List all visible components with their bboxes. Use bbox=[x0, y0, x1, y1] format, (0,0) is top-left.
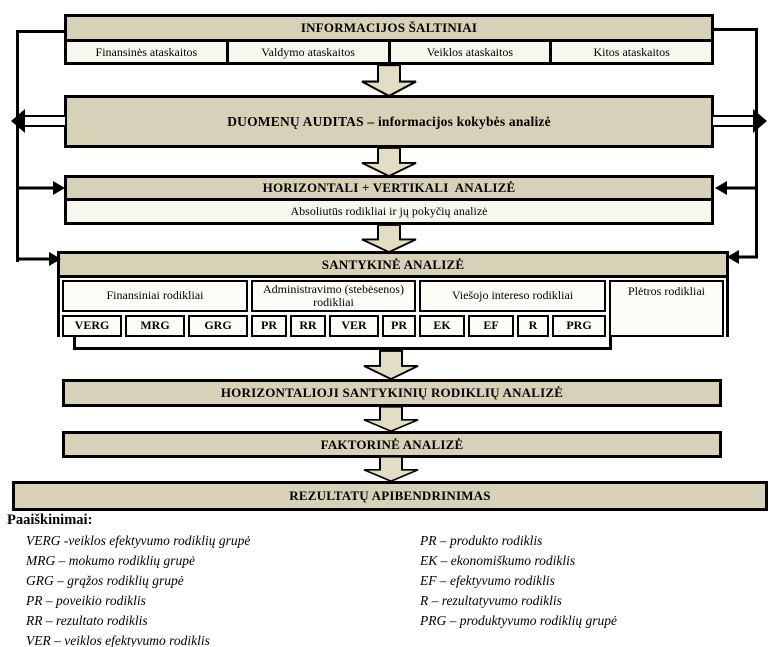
horizontal-vertical-box: HORIZONTALI + VERTIKALI ANALIZĖ Absoliut… bbox=[64, 175, 714, 225]
left-top-connector-line bbox=[16, 30, 66, 33]
relative-analysis-table: Finansiniai rodikliai Administravimo (st… bbox=[60, 278, 726, 339]
relative-analysis-box: SANTYKINĖ ANALIZĖ Finansiniai rodikliai … bbox=[57, 251, 729, 339]
group-administrative: Administravimo (stebėsenos) rodikliai bbox=[251, 280, 416, 312]
legend-left-column: VERG -veiklos efektyvumo rodiklių grupė … bbox=[26, 531, 386, 647]
legend-item: RR – rezultato rodiklis bbox=[26, 613, 148, 628]
source-cell-other: Kitos ataskaitos bbox=[549, 42, 711, 62]
horizontal-ratio-box: HORIZONTALIOJI SANTYKINIŲ RODIKLIŲ ANALI… bbox=[62, 379, 722, 407]
code-pr-2: PR bbox=[382, 315, 416, 337]
code-rr: RR bbox=[290, 315, 326, 337]
legend-item: VER – veiklos efektyvumo rodiklis bbox=[26, 633, 210, 647]
left-in-arrow-icon bbox=[17, 252, 61, 266]
left-in-arrow-icon bbox=[17, 181, 65, 195]
legend-item: GRG – grąžos rodiklių grupė bbox=[26, 573, 184, 588]
right-top-connector-line bbox=[711, 28, 758, 31]
down-arrow-icon bbox=[361, 64, 417, 97]
legend-title: Paaiškinimai: bbox=[7, 512, 93, 528]
results-summary-box: REZULTATŲ APIBENDRINIMAS bbox=[12, 481, 768, 511]
bracket-right-stub bbox=[609, 336, 612, 350]
legend-item: R – rezultatyvumo rodiklis bbox=[420, 593, 562, 608]
down-arrow-icon bbox=[361, 224, 417, 253]
code-mrg: MRG bbox=[125, 315, 185, 337]
horizontal-vertical-title: HORIZONTALI + VERTIKALI ANALIZĖ bbox=[67, 178, 711, 201]
down-arrow-icon bbox=[361, 147, 417, 177]
bracket-left-stub bbox=[73, 336, 76, 350]
source-cell-activity: Veiklos ataskaitos bbox=[387, 42, 550, 62]
legend-item: EK – ekonomiškumo rodiklis bbox=[420, 553, 576, 568]
left-feedback-line bbox=[16, 30, 19, 262]
down-arrow-icon bbox=[363, 350, 419, 380]
legend-item: PRG – produktyvumo rodiklių grupė bbox=[420, 613, 617, 628]
sources-box: INFORMACIJOS ŠALTINIAI Finansinės ataska… bbox=[64, 14, 714, 65]
right-feedback-arrow-icon bbox=[712, 109, 767, 133]
legend-item: PR – produkto rodiklis bbox=[420, 533, 543, 548]
group-development: Plėtros rodikliai bbox=[609, 280, 724, 337]
legend-item: PR – poveikio rodiklis bbox=[26, 593, 146, 608]
code-ef: EF bbox=[468, 315, 514, 337]
code-grg: GRG bbox=[188, 315, 248, 337]
group-financial: Finansiniai rodikliai bbox=[62, 280, 248, 312]
horizontal-vertical-subtitle: Absoliutūs rodikliai ir jų pokyčių anali… bbox=[290, 204, 488, 218]
left-feedback-arrow-icon bbox=[11, 109, 66, 133]
legend-item: MRG – mokumo rodiklių grupė bbox=[26, 553, 195, 568]
factor-analysis-box: FAKTORINĖ ANALIZĖ bbox=[62, 431, 722, 458]
source-cell-management: Valdymo ataskaitos bbox=[225, 42, 388, 62]
right-in-arrow-icon bbox=[715, 181, 757, 195]
source-cell-financial: Finansinės ataskaitos bbox=[95, 44, 198, 59]
bracket-line bbox=[73, 347, 612, 350]
code-ek: EK bbox=[419, 315, 465, 337]
code-verg: VERG bbox=[62, 315, 122, 337]
right-feedback-line bbox=[755, 28, 758, 258]
group-public-interest: Viešojo intereso rodikliai bbox=[419, 280, 606, 312]
right-in-arrow-icon bbox=[727, 250, 758, 264]
down-arrow-icon bbox=[363, 406, 419, 432]
legend-item: VERG -veiklos efektyvumo rodiklių grupė bbox=[26, 533, 251, 548]
sources-title: INFORMACIJOS ŠALTINIAI bbox=[67, 17, 711, 42]
code-ver: VER bbox=[329, 315, 379, 337]
indicator-code-row: VERG MRG GRG PR RR VER PR EK EF R PRG bbox=[62, 315, 606, 337]
legend-item: EF – efektyvumo rodiklis bbox=[420, 573, 555, 588]
legend-right-column: PR – produkto rodiklis EK – ekonomiškumo… bbox=[420, 531, 760, 631]
sources-row: Finansinės ataskaitos Valdymo ataskaitos… bbox=[67, 42, 711, 62]
relative-analysis-title: SANTYKINĖ ANALIZĖ bbox=[60, 254, 726, 278]
code-pr-1: PR bbox=[251, 315, 287, 337]
audit-box: DUOMENŲ AUDITAS – informacijos kokybės a… bbox=[64, 95, 714, 148]
code-prg: PRG bbox=[552, 315, 606, 337]
code-r: R bbox=[517, 315, 549, 337]
down-arrow-icon bbox=[363, 456, 419, 482]
indicator-group-row: Finansiniai rodikliai Administravimo (st… bbox=[62, 280, 606, 312]
